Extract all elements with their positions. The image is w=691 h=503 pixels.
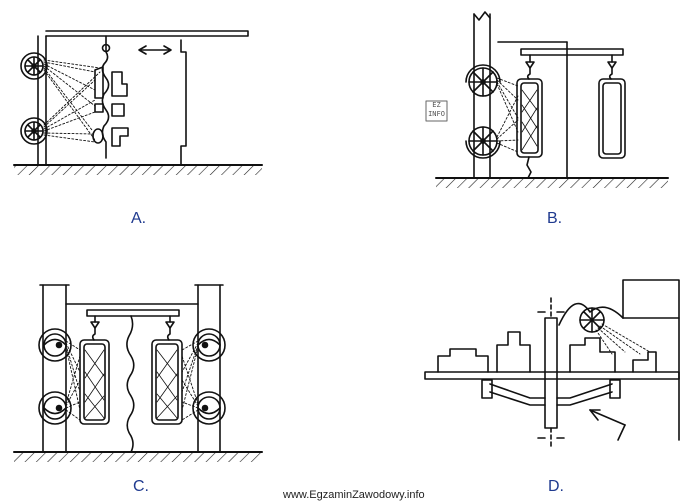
stamp-line-1: EZ [432,101,441,109]
panel-d-diagram [425,280,679,448]
label-a: A. [131,210,147,227]
panel-c-diagram [14,285,262,462]
stamp-box [426,101,447,121]
label-c: C. [133,478,149,495]
panel-a-diagram [14,31,262,175]
footer-watermark: www.EgzaminZawodowy.info [283,489,425,501]
stamp-logo: EZ INFO [426,101,447,121]
stamp-line-2: INFO [428,110,445,118]
panel-b-diagram [436,12,668,188]
label-b: B. [547,210,563,227]
label-d: D. [548,478,564,495]
